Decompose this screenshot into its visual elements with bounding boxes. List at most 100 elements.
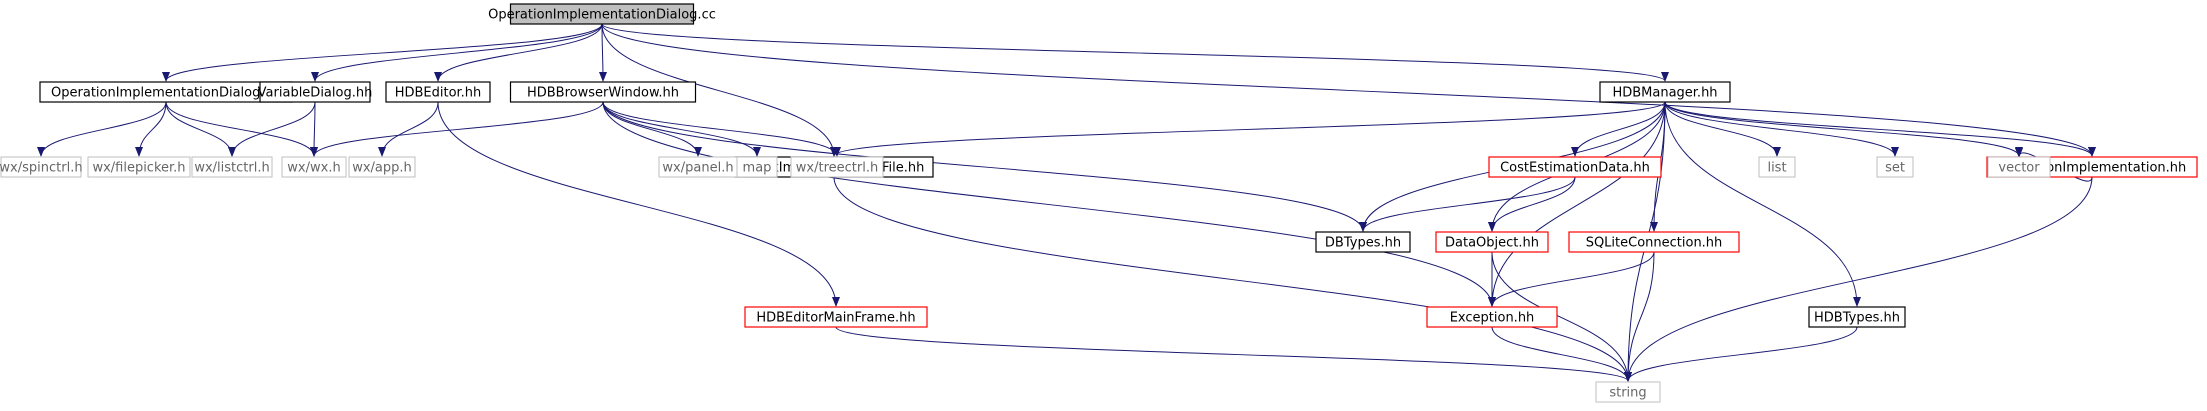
node-box bbox=[509, 3, 695, 25]
node-treectrl[interactable]: wx/treectrl.h bbox=[790, 156, 884, 178]
node-hdbedhh[interactable]: HDBEditor.hh bbox=[385, 81, 491, 103]
edge-hdbbw-to-map bbox=[602, 101, 761, 157]
edge-root-to-hdbmgr bbox=[601, 23, 1669, 82]
node-wxh[interactable]: wx/wx.h bbox=[281, 156, 347, 178]
edge-hdbmgr-to-list bbox=[1664, 101, 1781, 157]
node-oidhh[interactable]: OperationImplementationDialog.hh bbox=[39, 81, 293, 103]
node-box bbox=[1315, 231, 1411, 253]
node-box bbox=[1435, 231, 1549, 253]
edge-exception-to-string bbox=[1491, 326, 1632, 382]
edge-hdbmgr-to-exception bbox=[1488, 101, 1666, 307]
node-string[interactable]: string bbox=[1595, 381, 1661, 403]
node-label: map bbox=[743, 161, 772, 176]
node-label: DataObject.hh bbox=[1445, 236, 1539, 251]
edge-oidhh-to-listctrl bbox=[165, 101, 236, 157]
node-vdhh[interactable]: VariableDialog.hh bbox=[258, 81, 373, 103]
node-exception[interactable]: Exception.hh bbox=[1426, 306, 1558, 328]
edge-hdbmgr-to-set bbox=[1664, 101, 1899, 157]
node-box bbox=[348, 156, 416, 178]
node-box bbox=[744, 306, 928, 328]
edge-hdbmgr-to-opimpl bbox=[1664, 101, 2096, 157]
edge-hdbedhh-to-apph bbox=[378, 101, 439, 157]
node-box bbox=[0, 156, 82, 178]
node-label: HDBManager.hh bbox=[1612, 86, 1717, 101]
edge-hdbbw-to-treectrl bbox=[602, 101, 841, 157]
edge-hdbtypes-to-string bbox=[1624, 326, 1858, 382]
edge-oidhh-to-spinctrl bbox=[37, 101, 167, 157]
edge-vdhh-to-wxh bbox=[310, 101, 319, 157]
edge-costest-to-dataobj bbox=[1488, 176, 1576, 232]
node-box bbox=[790, 156, 884, 178]
node-dataobj[interactable]: DataObject.hh bbox=[1435, 231, 1549, 253]
node-box bbox=[1987, 156, 2051, 178]
node-set[interactable]: set bbox=[1876, 156, 1914, 178]
edge-sqlite-to-exception bbox=[1488, 251, 1655, 307]
node-box bbox=[87, 156, 191, 178]
node-box bbox=[1568, 231, 1740, 253]
node-label: wx/treectrl.h bbox=[796, 161, 878, 176]
node-box bbox=[281, 156, 347, 178]
node-sqlite[interactable]: SQLiteConnection.hh bbox=[1568, 231, 1740, 253]
node-box bbox=[259, 81, 371, 103]
node-label: VariableDialog.hh bbox=[258, 86, 373, 101]
node-label: DBTypes.hh bbox=[1325, 236, 1401, 251]
node-apph[interactable]: wx/app.h bbox=[348, 156, 416, 178]
edge-hdbbw-to-exception bbox=[602, 101, 1496, 307]
node-label: CostEstimationData.hh bbox=[1500, 161, 1650, 176]
node-label: wx/wx.h bbox=[287, 161, 340, 176]
node-listctrl[interactable]: wx/listctrl.h bbox=[191, 156, 273, 178]
edge-vdhh-to-listctrl bbox=[228, 101, 316, 157]
node-label: string bbox=[1609, 386, 1646, 401]
edge-hdbmgr-to-hdbtypes bbox=[1664, 101, 1861, 307]
node-label: wx/panel.h bbox=[662, 161, 733, 176]
node-box bbox=[1808, 306, 1906, 328]
node-spinctrl[interactable]: wx/spinctrl.h bbox=[0, 156, 83, 178]
edge-sqlite-to-string bbox=[1624, 251, 1655, 382]
node-map[interactable]: map bbox=[736, 156, 778, 178]
edge-root-to-hdbedhh bbox=[434, 23, 603, 82]
node-label: wx/app.h bbox=[352, 161, 412, 176]
node-label: HDBEditor.hh bbox=[395, 86, 482, 101]
node-label: set bbox=[1885, 161, 1905, 176]
node-hdbmf[interactable]: HDBEditorMainFrame.hh bbox=[744, 306, 928, 328]
edge-hdbmgr-to-vector bbox=[1664, 101, 2023, 157]
node-vector[interactable]: vector bbox=[1987, 156, 2051, 178]
node-box bbox=[385, 81, 491, 103]
node-label: HDBTypes.hh bbox=[1814, 311, 1900, 326]
edge-oidhh-to-wxh bbox=[165, 101, 318, 157]
edge-oidhh-to-filepicker bbox=[135, 101, 167, 157]
node-label: wx/spinctrl.h bbox=[0, 161, 83, 176]
node-box bbox=[1758, 156, 1796, 178]
edge-hdbmgr-to-bif bbox=[830, 101, 1666, 157]
node-box bbox=[1595, 381, 1661, 403]
node-panelh[interactable]: wx/panel.h bbox=[658, 156, 738, 178]
edge-hdbedhh-to-hdbmf bbox=[437, 101, 840, 307]
node-label: wx/filepicker.h bbox=[92, 161, 185, 176]
node-hdbtypes[interactable]: HDBTypes.hh bbox=[1808, 306, 1906, 328]
node-root[interactable]: OperationImplementationDialog.cc bbox=[488, 3, 716, 25]
edge-bif-to-string bbox=[833, 176, 1632, 382]
edge-root-to-vdhh bbox=[311, 23, 603, 82]
node-label: HDBBrowserWindow.hh bbox=[527, 86, 679, 101]
edge-root-to-opimpl bbox=[601, 23, 2096, 157]
node-label: SQLiteConnection.hh bbox=[1586, 236, 1723, 251]
edge-root-to-oidhh bbox=[162, 23, 603, 82]
node-costest[interactable]: CostEstimationData.hh bbox=[1488, 156, 1662, 178]
edge-opimpl-to-string bbox=[1624, 176, 2093, 382]
node-hdbbw[interactable]: HDBBrowserWindow.hh bbox=[509, 81, 697, 103]
node-layer: OperationImplementationDialog.ccOperatio… bbox=[0, 3, 2198, 403]
node-filepicker[interactable]: wx/filepicker.h bbox=[87, 156, 191, 178]
node-list[interactable]: list bbox=[1758, 156, 1796, 178]
edge-hdbbw-to-panelh bbox=[602, 101, 702, 157]
node-box bbox=[1426, 306, 1558, 328]
node-label: vector bbox=[1998, 161, 2040, 176]
node-box bbox=[1599, 81, 1731, 103]
node-hdbmgr[interactable]: HDBManager.hh bbox=[1599, 81, 1731, 103]
edge-hdbbw-to-wxh bbox=[310, 101, 604, 157]
node-dbtypes[interactable]: DBTypes.hh bbox=[1315, 231, 1411, 253]
node-box bbox=[1488, 156, 1662, 178]
node-label: wx/listctrl.h bbox=[194, 161, 269, 176]
node-label: OperationImplementationDialog.cc bbox=[488, 8, 716, 23]
node-label: list bbox=[1767, 161, 1786, 176]
